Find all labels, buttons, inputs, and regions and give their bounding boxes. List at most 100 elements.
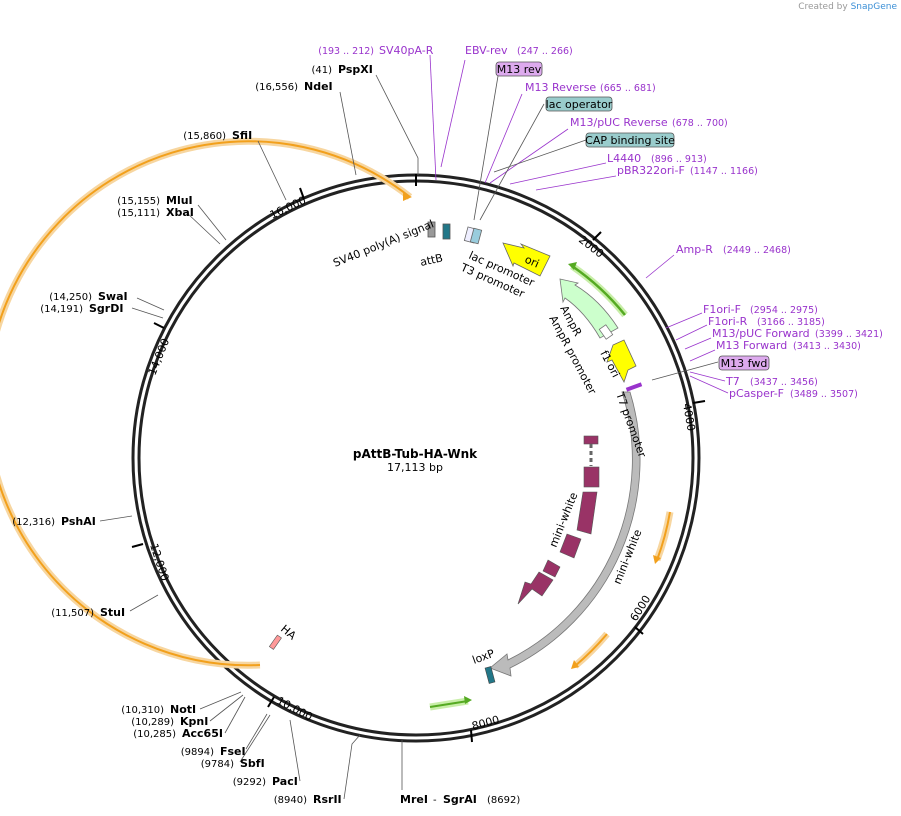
- credit-prefix: Created by: [798, 2, 848, 12]
- primer-name-pcasper-f: pCasper-F: [729, 387, 784, 400]
- site-pos-xbai: (15,111): [117, 208, 160, 219]
- boxed-labels: M13 rev lac operator CAP binding site M1…: [495, 61, 770, 371]
- site-name-sgrai: SgrAI: [443, 793, 477, 806]
- primer-labels: (193 .. 212) SV40pA-R EBV-rev (247 .. 26…: [318, 44, 883, 400]
- plasmid-name: pAttB-Tub-HA-Wnk: [353, 447, 478, 461]
- restriction-labels: (41) PspXI (16,556) NdeI (15,860) SfiI (…: [12, 63, 520, 806]
- tick-label-14000: 14,000: [146, 337, 172, 378]
- primer-name-sv40pa-r: SV40pA-R: [379, 44, 434, 57]
- site-name-kpni: KpnI: [180, 715, 208, 728]
- site-leaders: [99, 74, 419, 800]
- orange-feature-arc: [0, 140, 411, 667]
- mini-white-exon-3: [576, 491, 598, 535]
- f1-ori-feature: [606, 339, 637, 383]
- primer-name-m13-puc-forward: M13/pUC Forward: [712, 327, 810, 340]
- m13-fwd-box: [718, 355, 770, 371]
- ori-label: ori: [523, 253, 541, 271]
- site-name-mrei: MreI: [400, 793, 428, 806]
- site-name-xbai: XbaI: [166, 206, 194, 219]
- site-name-pspxi: PspXI: [338, 63, 373, 76]
- primer-name-t7: T7: [725, 375, 740, 388]
- primer-range-m13-puc-forward: (3399 .. 3421): [815, 329, 883, 340]
- ampr-promoter-feature: [598, 324, 614, 340]
- site-name-acc65i: Acc65I: [182, 727, 223, 740]
- green-lower-arc: [429, 700, 469, 708]
- tick-6000: [634, 626, 644, 635]
- site-name-fsei: FseI: [220, 745, 246, 758]
- cap-site-label: CAP binding site: [585, 134, 675, 147]
- cap-site-box: [585, 132, 675, 148]
- primer-range-f1ori-r: (3166 .. 3185): [757, 317, 825, 328]
- primer-name-pbr322ori-f: pBR322ori-F: [617, 164, 685, 177]
- loxp-label: loxP: [471, 647, 497, 667]
- snapgene-brand: SnapGene: [850, 2, 897, 12]
- ha-feature: [268, 634, 282, 650]
- m13-fwd-label: M13 fwd: [721, 357, 768, 370]
- orange-feature-arrowhead: [403, 193, 412, 201]
- ori-feature: [502, 242, 551, 277]
- tick-label-10000: 10,000: [275, 694, 315, 724]
- tick-12000: [131, 543, 144, 548]
- site-name-rsrii: RsrII: [313, 793, 342, 806]
- mini-white-exon-4: [559, 533, 582, 559]
- site-pos-sfii: (15,860): [183, 131, 226, 142]
- site-pos-paci: (9292): [233, 777, 266, 788]
- green-feature-arrowhead: [568, 262, 577, 270]
- site-name-sgrdi: SgrDI: [89, 302, 123, 315]
- primer-name-ebv-rev: EBV-rev: [465, 44, 508, 57]
- site-pos-swai: (14,250): [49, 292, 92, 303]
- site-pos-ndei: (16,556): [255, 82, 298, 93]
- tick-8000: [470, 729, 473, 743]
- t7-promoter-mark: [625, 382, 643, 392]
- site-name-sfii: SfiI: [232, 129, 252, 142]
- primer-range-l4440: (896 .. 913): [651, 154, 707, 165]
- site-pos-pspxi: (41): [311, 65, 332, 76]
- primer-name-f1ori-r: F1ori-R: [708, 315, 748, 328]
- site-pos-sgrai: (8692): [487, 795, 520, 806]
- primer-range-m13-puc-reverse: (678 .. 700): [672, 118, 728, 129]
- attb-feature: [442, 223, 451, 240]
- primer-range-ebv-rev: (247 .. 266): [517, 46, 573, 57]
- mini-white-outer-feature: [489, 391, 641, 677]
- site-pos-sgrdi: (14,191): [40, 304, 83, 315]
- site-pos-stui: (11,507): [51, 608, 94, 619]
- site-pos-sbfi: (9784): [201, 759, 234, 770]
- site-name-ndei: NdeI: [304, 80, 333, 93]
- green-lower-arrowhead: [464, 696, 472, 704]
- lac-operator-box: [545, 96, 613, 112]
- m13-rev-box: [495, 61, 543, 77]
- site-pos-mlui: (15,155): [117, 196, 160, 207]
- primer-leaders: [429, 54, 729, 394]
- site-name-pshai: PshAI: [61, 515, 96, 528]
- orange-right-arrow-2: [571, 660, 579, 669]
- primer-name-m13-forward: M13 Forward: [716, 339, 787, 352]
- primer-name-l4440: L4440: [607, 152, 641, 165]
- tick-4000: [692, 400, 706, 404]
- site-pos-rsrii: (8940): [274, 795, 307, 806]
- green-feature-arc: [571, 264, 626, 316]
- site-pos-acc65i: (10,285): [133, 729, 176, 740]
- site-pos-noti: (10,310): [121, 705, 164, 716]
- primer-range-amp-r: (2449 .. 2468): [723, 245, 791, 256]
- primer-range-sv40pa-r: (193 .. 212): [318, 46, 374, 57]
- m13-rev-label: M13 rev: [497, 63, 542, 76]
- primer-name-m13-puc-reverse: M13/pUC Reverse: [570, 116, 668, 129]
- loxp-feature: [484, 666, 496, 684]
- tick-10000: [267, 696, 275, 708]
- tick-label-16000: 16,000: [268, 194, 308, 222]
- mini-white-exon-1: [583, 435, 599, 445]
- tick-2000: [592, 231, 602, 241]
- mini-white-exon-2: [583, 466, 600, 488]
- site-name-sbfi: SbfI: [240, 757, 265, 770]
- tick-14000: [153, 322, 165, 329]
- lac-operator-label: lac operator: [546, 98, 613, 111]
- site-pos-kpni: (10,289): [131, 717, 174, 728]
- sv40-polya-feature: [427, 221, 436, 238]
- t3-promoter-feature: [469, 227, 483, 245]
- primer-name-f1ori-f: F1ori-F: [703, 303, 741, 316]
- primer-range-pbr322ori-f: (1147 .. 1166): [690, 166, 758, 177]
- tick-label-4000: 4000: [680, 402, 698, 432]
- tick-label-12000: 12,000: [147, 542, 171, 583]
- site-name-paci: PacI: [272, 775, 298, 788]
